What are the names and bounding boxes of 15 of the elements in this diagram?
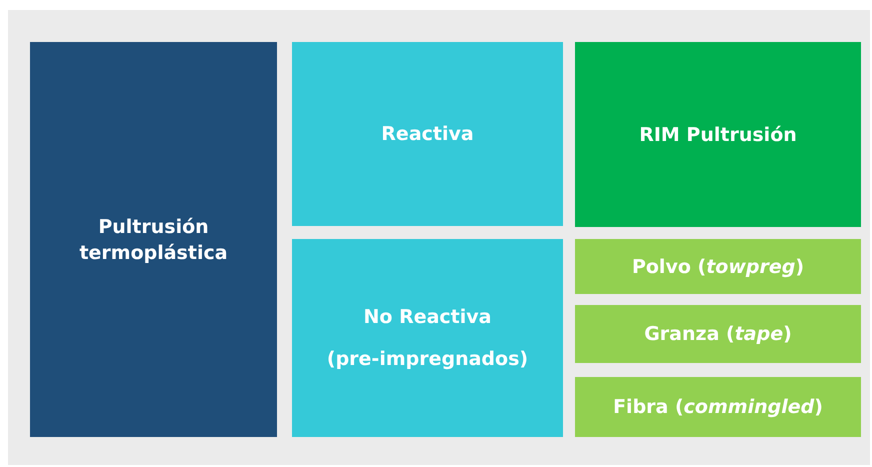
box-label: Reactiva [381,122,474,147]
category-box [575,42,861,227]
box-label: RIM Pultrusión [639,122,797,148]
box-label: No Reactiva [364,305,492,330]
category-box [292,239,563,437]
category-box [575,377,861,437]
box-label: (pre-impregnados) [326,347,528,372]
category-box [575,305,861,363]
category-box [30,42,277,437]
box-label: Granza (tape) [644,322,792,347]
box-label: Pultrusión termoplástica [78,214,229,266]
category-box [575,239,861,294]
category-box [292,42,563,226]
box-label: Fibra (commingled) [613,395,823,420]
box-label: Polvo (towpreg) [632,254,804,280]
